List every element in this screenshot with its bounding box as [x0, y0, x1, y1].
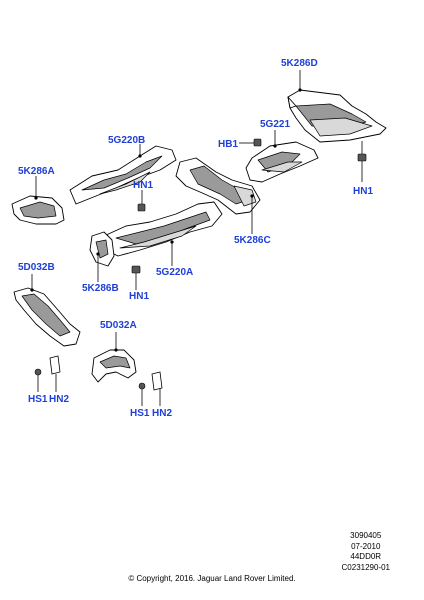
part-HB1-bolt — [253, 138, 262, 147]
part-5K286D-shield — [287, 89, 387, 143]
callout-HB1: HB1 — [218, 139, 238, 150]
callout-5K286B: 5K286B — [82, 283, 119, 294]
part-5G220B-heatshield — [69, 145, 177, 205]
callout-HN1-top: HN1 — [133, 180, 153, 191]
part-HS1-HN2-right-hardware — [138, 371, 163, 391]
callout-5G220B: 5G220B — [108, 135, 145, 146]
part-5G221-heatshield — [245, 141, 319, 183]
part-HN1-nut-right — [357, 141, 367, 162]
callout-HS1-right: HS1 — [130, 408, 150, 419]
callout-HS1-left: HS1 — [28, 394, 48, 405]
drawing-reference-block: 3090405 07-2010 44DD0R C0231290-01 — [342, 531, 390, 573]
reference-date: 07-2010 — [351, 541, 381, 551]
part-HN1-nut-mid — [131, 265, 141, 274]
callout-HN1-right: HN1 — [353, 186, 373, 197]
reference-illustration-id: C0231290-01 — [341, 562, 390, 572]
callout-5K286D: 5K286D — [281, 58, 318, 69]
callout-5G221: 5G221 — [260, 119, 290, 130]
part-5K286C-shield — [175, 157, 261, 215]
callout-5D032B: 5D032B — [18, 262, 55, 273]
part-HS1-HN2-left-hardware — [34, 355, 61, 376]
callout-5K286C: 5K286C — [234, 235, 271, 246]
callout-5G220A: 5G220A — [156, 267, 193, 278]
part-5G220A-heatshield — [103, 201, 223, 257]
copyright-notice: © Copyright, 2016. Jaguar Land Rover Lim… — [128, 574, 296, 583]
part-5K286A-shield — [11, 195, 65, 225]
reference-number: 3090405 — [350, 531, 382, 540]
part-5D032B-shield — [13, 287, 81, 347]
callout-5D032A: 5D032A — [100, 320, 137, 331]
callout-HN2-right: HN2 — [152, 408, 172, 419]
callout-HN1-mid: HN1 — [129, 291, 149, 302]
callout-5K286A: 5K286A — [18, 166, 55, 177]
part-HN1-nut-top — [137, 203, 146, 212]
part-5D032A-shield — [91, 349, 137, 383]
reference-code: 44DD0R — [350, 552, 382, 561]
callout-HN2-left: HN2 — [49, 394, 69, 405]
